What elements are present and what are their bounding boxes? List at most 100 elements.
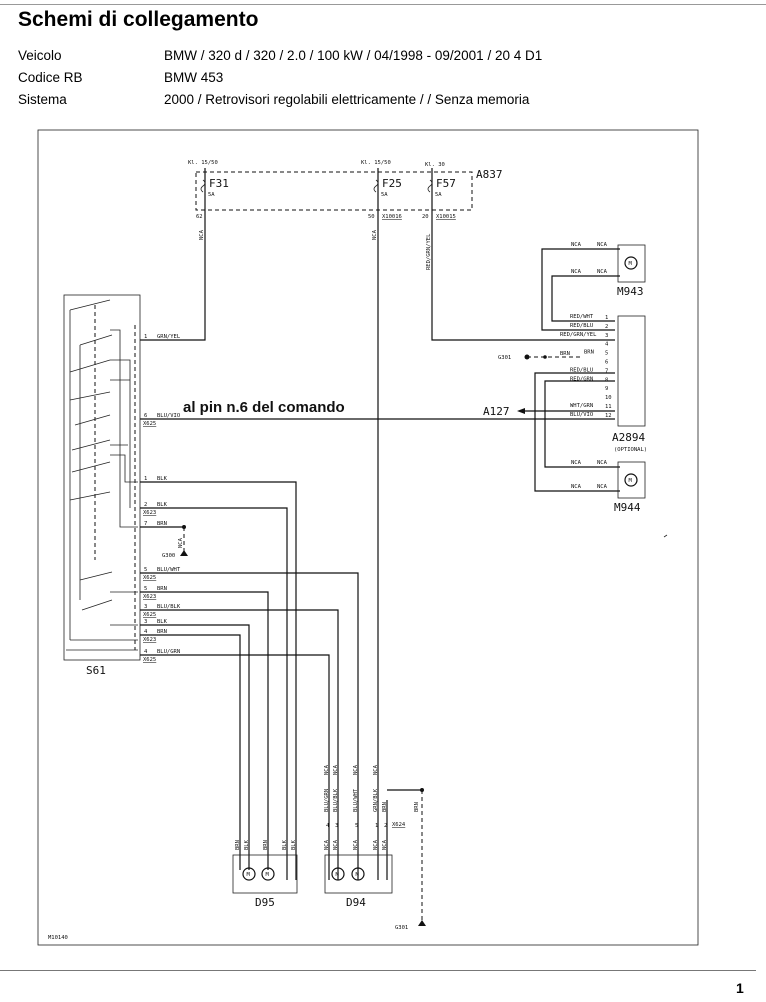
wire-label: NCA bbox=[597, 242, 608, 248]
switch-pin-wire: BLU/WHT bbox=[157, 567, 181, 573]
wire-label: NCA bbox=[571, 460, 582, 466]
module-pin-wire: RED/BLU bbox=[570, 323, 593, 329]
fuse-rating: 5A bbox=[435, 192, 442, 198]
switch-pin-number: 6 bbox=[144, 413, 147, 419]
switch-label: S61 bbox=[86, 664, 106, 677]
switch-pin-number: 4 bbox=[144, 649, 148, 655]
switch-pin-wire: BRN bbox=[157, 629, 167, 635]
arrow-target-label: A127 bbox=[483, 405, 510, 418]
ground-label: G300 bbox=[162, 553, 175, 559]
wire-label: NCA bbox=[353, 839, 359, 850]
info-value: BMW 453 bbox=[164, 70, 224, 85]
wire-label: NCA bbox=[199, 229, 205, 240]
switch-pin-number: 1 bbox=[144, 476, 147, 482]
switch-pin-number: 1 bbox=[144, 334, 147, 340]
bottom-rule bbox=[0, 970, 756, 971]
wire-label: NCA bbox=[324, 839, 330, 850]
motor-symbol: M bbox=[266, 872, 270, 878]
switch-pin-number: 3 bbox=[144, 619, 147, 625]
wire-label: NCA bbox=[597, 269, 608, 275]
switch-pin-number: 5 bbox=[144, 567, 147, 573]
wire-label: NCA bbox=[597, 460, 608, 466]
module-pin-number: 8 bbox=[605, 377, 608, 383]
ground-label: G301 bbox=[395, 925, 408, 931]
annotation-pin6: al pin n.6 del comando bbox=[183, 399, 345, 416]
motor-symbol: M bbox=[336, 872, 340, 878]
pin-label: 50 bbox=[368, 214, 375, 220]
connector-label: X10015 bbox=[436, 214, 456, 220]
switch-pin-wire: BLK bbox=[157, 619, 168, 625]
pin-label: 3 bbox=[335, 823, 338, 829]
motor-label: M943 bbox=[617, 285, 644, 298]
switch-pin-wire: BRN bbox=[157, 586, 167, 592]
fusebox-label: A837 bbox=[476, 168, 503, 181]
module-pin-number: 10 bbox=[605, 395, 612, 401]
pin-label: 2 bbox=[384, 823, 387, 829]
supply-label: Kl. 15/50 bbox=[188, 160, 218, 166]
supply-label: Kl. 30 bbox=[425, 162, 445, 168]
module-pin-number: 2 bbox=[605, 324, 608, 330]
motor-m943: M M943 NCA NCA NCA NCA bbox=[541, 242, 646, 331]
motor-symbol: M bbox=[247, 872, 251, 878]
fusebox-a837: A837 Kl. 15/50 Kl. 15/50 Kl. 30 F31 5A F… bbox=[188, 160, 503, 220]
wire-label: NCA bbox=[353, 764, 359, 775]
connector-label: X625 bbox=[143, 657, 156, 663]
pin-label: 5 bbox=[355, 823, 358, 829]
module-a2894: A2894 (OPTIONAL) 1RED/WHT2RED/BLU3RED/GR… bbox=[498, 314, 647, 492]
motor-symbol: M bbox=[356, 872, 360, 878]
wire-label: NCA bbox=[372, 229, 378, 240]
top-rule bbox=[0, 4, 766, 5]
module-pin-number: 5 bbox=[605, 351, 608, 357]
info-label: Codice RB bbox=[18, 70, 83, 85]
module-pin-number: 7 bbox=[605, 368, 608, 374]
connector-label: X625 bbox=[143, 575, 156, 581]
connector-label: X623 bbox=[143, 594, 156, 600]
drawing-id: M10140 bbox=[48, 935, 68, 941]
wire-label: RED/GRN/YEL bbox=[426, 233, 432, 270]
wire-label: BLU/WHT bbox=[353, 788, 359, 812]
wire-label: BRN bbox=[382, 802, 388, 812]
switch-pin-number: 3 bbox=[144, 604, 147, 610]
wire-label: NCA bbox=[333, 764, 339, 775]
switch-pin-wire: BLK bbox=[157, 502, 168, 508]
wire-label: NCA bbox=[333, 839, 339, 850]
component-label: D94 bbox=[346, 896, 366, 909]
pin-label: 4 bbox=[326, 823, 330, 829]
wire-label: BLU/BLK bbox=[333, 788, 339, 812]
info-label: Veicolo bbox=[18, 48, 62, 63]
module-pin-wire: RED/GRN bbox=[570, 376, 593, 382]
motor-symbol: M bbox=[629, 478, 633, 484]
wire-label: BLK bbox=[291, 839, 297, 850]
module-pin-number: 3 bbox=[605, 333, 608, 339]
fuse-f31: F31 bbox=[209, 177, 229, 190]
connector-label: X10016 bbox=[382, 214, 402, 220]
fuse-rating: 5A bbox=[208, 192, 215, 198]
info-label: Sistema bbox=[18, 92, 67, 107]
connector-label: X624 bbox=[392, 822, 406, 828]
connector-label: X623 bbox=[143, 637, 156, 643]
pin-label: 62 bbox=[196, 214, 203, 220]
actuator-d94: M M D94 bbox=[324, 854, 393, 909]
wire-label: NCA bbox=[571, 269, 582, 275]
module-pin-wire: RED/GRN/YEL bbox=[560, 332, 597, 338]
connector-label: X623 bbox=[143, 510, 156, 516]
module-pin-wire: BRN bbox=[560, 351, 570, 357]
switch-pin-wire: BLK bbox=[157, 476, 168, 482]
motor-label: M944 bbox=[614, 501, 641, 514]
wire-label: NCA bbox=[178, 537, 184, 548]
wire-label: BRN bbox=[414, 802, 420, 812]
switch-pin-wire: BLU/BLK bbox=[157, 604, 181, 610]
switch-pin-wire: BLU/VIO bbox=[157, 413, 180, 419]
switch-pin-number: 2 bbox=[144, 502, 147, 508]
module-pin-number: 9 bbox=[605, 386, 608, 392]
connector-label: X625 bbox=[143, 612, 156, 618]
module-pin-wire: BRN bbox=[584, 350, 594, 356]
wire-label: NCA bbox=[571, 242, 582, 248]
pin-label: 1 bbox=[375, 823, 378, 829]
fuse-f25: F25 bbox=[382, 177, 402, 190]
module-pin-number: 4 bbox=[605, 342, 609, 348]
module-pin-number: 1 bbox=[605, 315, 608, 321]
motor-symbol: M bbox=[629, 261, 633, 267]
